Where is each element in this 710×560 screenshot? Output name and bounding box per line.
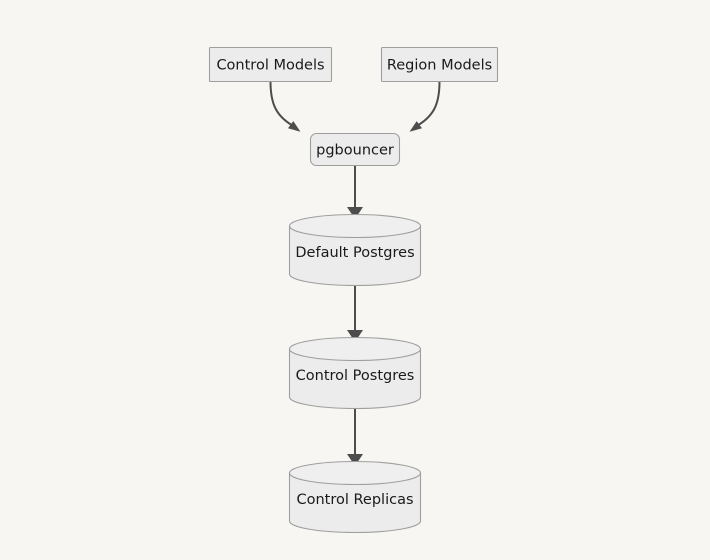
arrow-head-icon [287, 121, 301, 132]
default-postgres-cylinder-top [288, 213, 422, 239]
arrow-head-icon [347, 330, 363, 342]
edge-control-to-replicas [347, 408, 363, 466]
node-pgbouncer[interactable]: pgbouncer [309, 132, 401, 167]
default-postgres-cylinder-body [288, 225, 422, 287]
node-control-models[interactable]: Control Models [208, 46, 333, 83]
pgbouncer-shape [309, 132, 401, 167]
default-postgres-label: Default Postgres [295, 245, 414, 261]
control-postgres-label: Control Postgres [296, 368, 415, 384]
edge-region-models-to-pgbouncer [409, 81, 441, 132]
control-postgres-cylinder-top [288, 336, 422, 362]
node-default-postgres[interactable]: Default Postgres [288, 213, 422, 287]
edge-control-models-to-pgbouncer [269, 81, 301, 132]
node-control-replicas[interactable]: Control Replicas [288, 460, 422, 534]
control-models-shape [208, 46, 333, 83]
control-models-label: Control Models [216, 58, 324, 74]
arrow-head-icon [409, 121, 423, 132]
control-postgres-cylinder-body [288, 348, 422, 410]
node-region-models[interactable]: Region Models [380, 46, 499, 83]
node-control-postgres[interactable]: Control Postgres [288, 336, 422, 410]
control-replicas-cylinder-body [288, 472, 422, 534]
arrow-head-icon [347, 454, 363, 466]
region-models-shape [380, 46, 499, 83]
pgbouncer-label: pgbouncer [316, 143, 394, 159]
arrow-head-icon [347, 207, 363, 219]
edge-default-to-control [347, 285, 363, 342]
edge-pgbouncer-to-default [347, 165, 363, 219]
region-models-label: Region Models [387, 58, 492, 74]
control-replicas-cylinder-top [288, 460, 422, 486]
control-replicas-label: Control Replicas [296, 492, 413, 508]
